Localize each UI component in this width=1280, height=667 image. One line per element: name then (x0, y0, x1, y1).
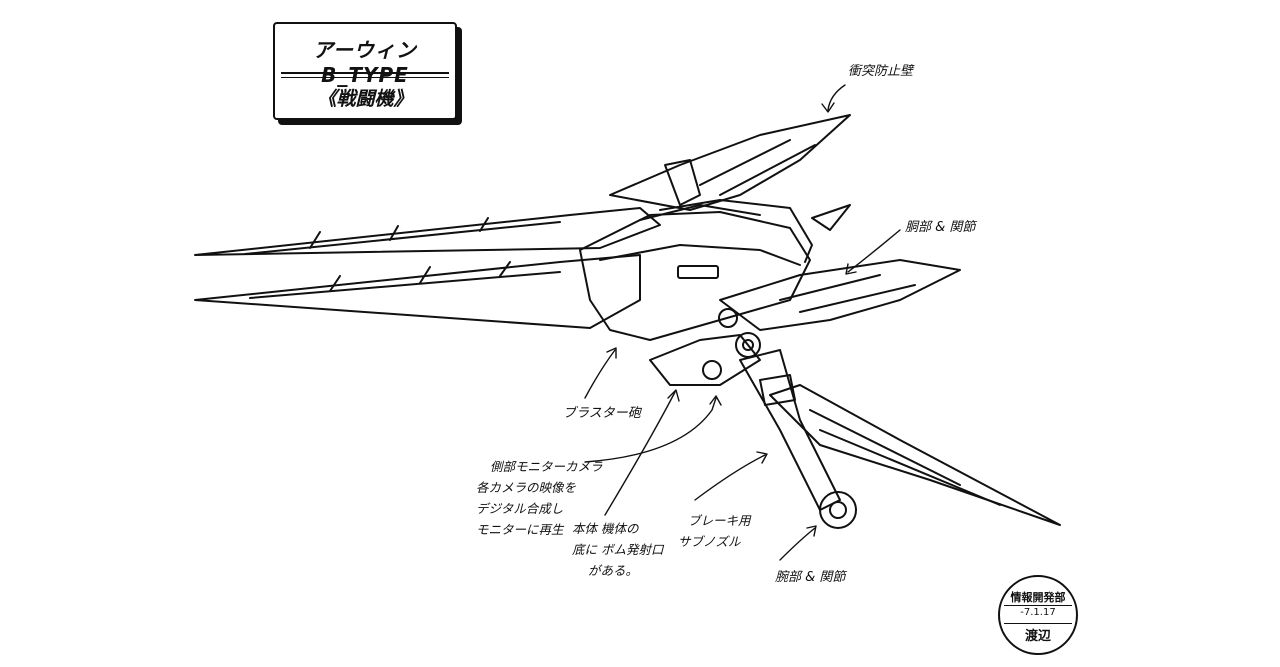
rear-spike (811, 204, 851, 231)
arrow-right-lower (779, 527, 816, 561)
upper-wing-lines (699, 139, 816, 196)
upper-wing-joint (664, 159, 701, 206)
upper-wing (609, 114, 851, 211)
stamp-signature: 渡辺 (1024, 629, 1051, 644)
stamp-department: 情報開発部 (1010, 591, 1066, 604)
annotation-body-line: 底に ボム発射口 (572, 542, 664, 557)
arrow-brake (694, 454, 766, 501)
stamp-date: -7.1.17 (1020, 607, 1056, 618)
annotation-camera-line: 側部モニターカメラ (490, 459, 603, 474)
cockpit-line (639, 204, 761, 221)
fuselage-vent (677, 265, 719, 279)
arrowhead-blaster (606, 347, 617, 359)
annotation-camera-line: モニターに再生 (476, 522, 564, 537)
annotation-right-lower: 腕部 & 関節 (775, 570, 846, 585)
arrowhead-top-right (821, 102, 835, 113)
arm-joint (819, 491, 857, 529)
annotation-camera: 側部モニターカメラ 各カメラの映像を デジタル合成し モニターに再生 (476, 456, 603, 540)
arrowhead-camera (709, 395, 722, 406)
title-category: 《戦闘機》 (317, 88, 413, 110)
annotation-blaster: ブラスター砲 (563, 406, 641, 421)
leader-lines (584, 84, 901, 561)
annotation-camera-line: デジタル合成し (476, 501, 564, 516)
title-divider (281, 72, 449, 74)
engine-block (659, 199, 813, 263)
joint-circle-1-inner (742, 339, 754, 351)
stamp-divider (1004, 605, 1072, 606)
annotation-right-upper: 胴部 & 関節 (905, 220, 976, 235)
annotation-brake-line: サブノズル (678, 534, 741, 549)
annotation-body-line: がある。 (588, 563, 639, 578)
approval-stamp: 情報開発部 -7.1.17 渡辺 (998, 575, 1078, 655)
annotation-brake-line: ブレーキ用 (688, 513, 751, 528)
arrowhead-brake (756, 451, 768, 464)
title-name: アーウィン B_TYPE (313, 38, 417, 87)
title-box: アーウィン B_TYPE 《戦闘機》 (273, 22, 457, 120)
annotation-brake: ブレーキ用 サブノズル (678, 510, 751, 552)
arm-panel (759, 374, 796, 406)
upper-blade-line (244, 221, 561, 255)
arrowhead-right-lower (806, 525, 817, 537)
fuselage (579, 211, 811, 341)
lower-long-wing-lines (809, 409, 1001, 506)
right-mid-wing-lines (779, 274, 916, 313)
arrow-right-upper (847, 229, 901, 273)
annotation-top-right: 衝突防止壁 (848, 64, 914, 79)
lower-fin (649, 334, 761, 386)
lower-long-wing (769, 384, 1061, 526)
annotation-body-bottom: 本体 機体の 底に ボム発射口 がある。 (572, 518, 663, 581)
upper-blade-panels (309, 217, 489, 249)
arrow-camera (584, 397, 717, 463)
lower-blade-line (249, 271, 561, 299)
lower-blade-panels (329, 261, 511, 292)
arm-joint-inner (829, 501, 847, 519)
upper-nose-blade (194, 207, 661, 256)
annotation-camera-line: 各カメラの映像を (476, 480, 577, 495)
annotation-body-line: 本体 機体の (572, 521, 639, 536)
joint-circle-2 (702, 360, 722, 380)
arrow-body-bottom (604, 391, 676, 516)
stamp-divider (1004, 623, 1072, 624)
title-divider-thin (281, 77, 449, 78)
fuselage-ridge (599, 244, 801, 266)
arrowhead-body-bottom (667, 389, 680, 402)
arrowhead-right-upper (845, 263, 857, 275)
right-mid-wing (719, 259, 961, 331)
arrow-blaster (584, 349, 616, 399)
lower-arm-strut (739, 349, 841, 511)
arrow-top-right (827, 84, 846, 111)
lower-nose-blade (194, 254, 641, 329)
joint-circle-3 (718, 308, 738, 328)
